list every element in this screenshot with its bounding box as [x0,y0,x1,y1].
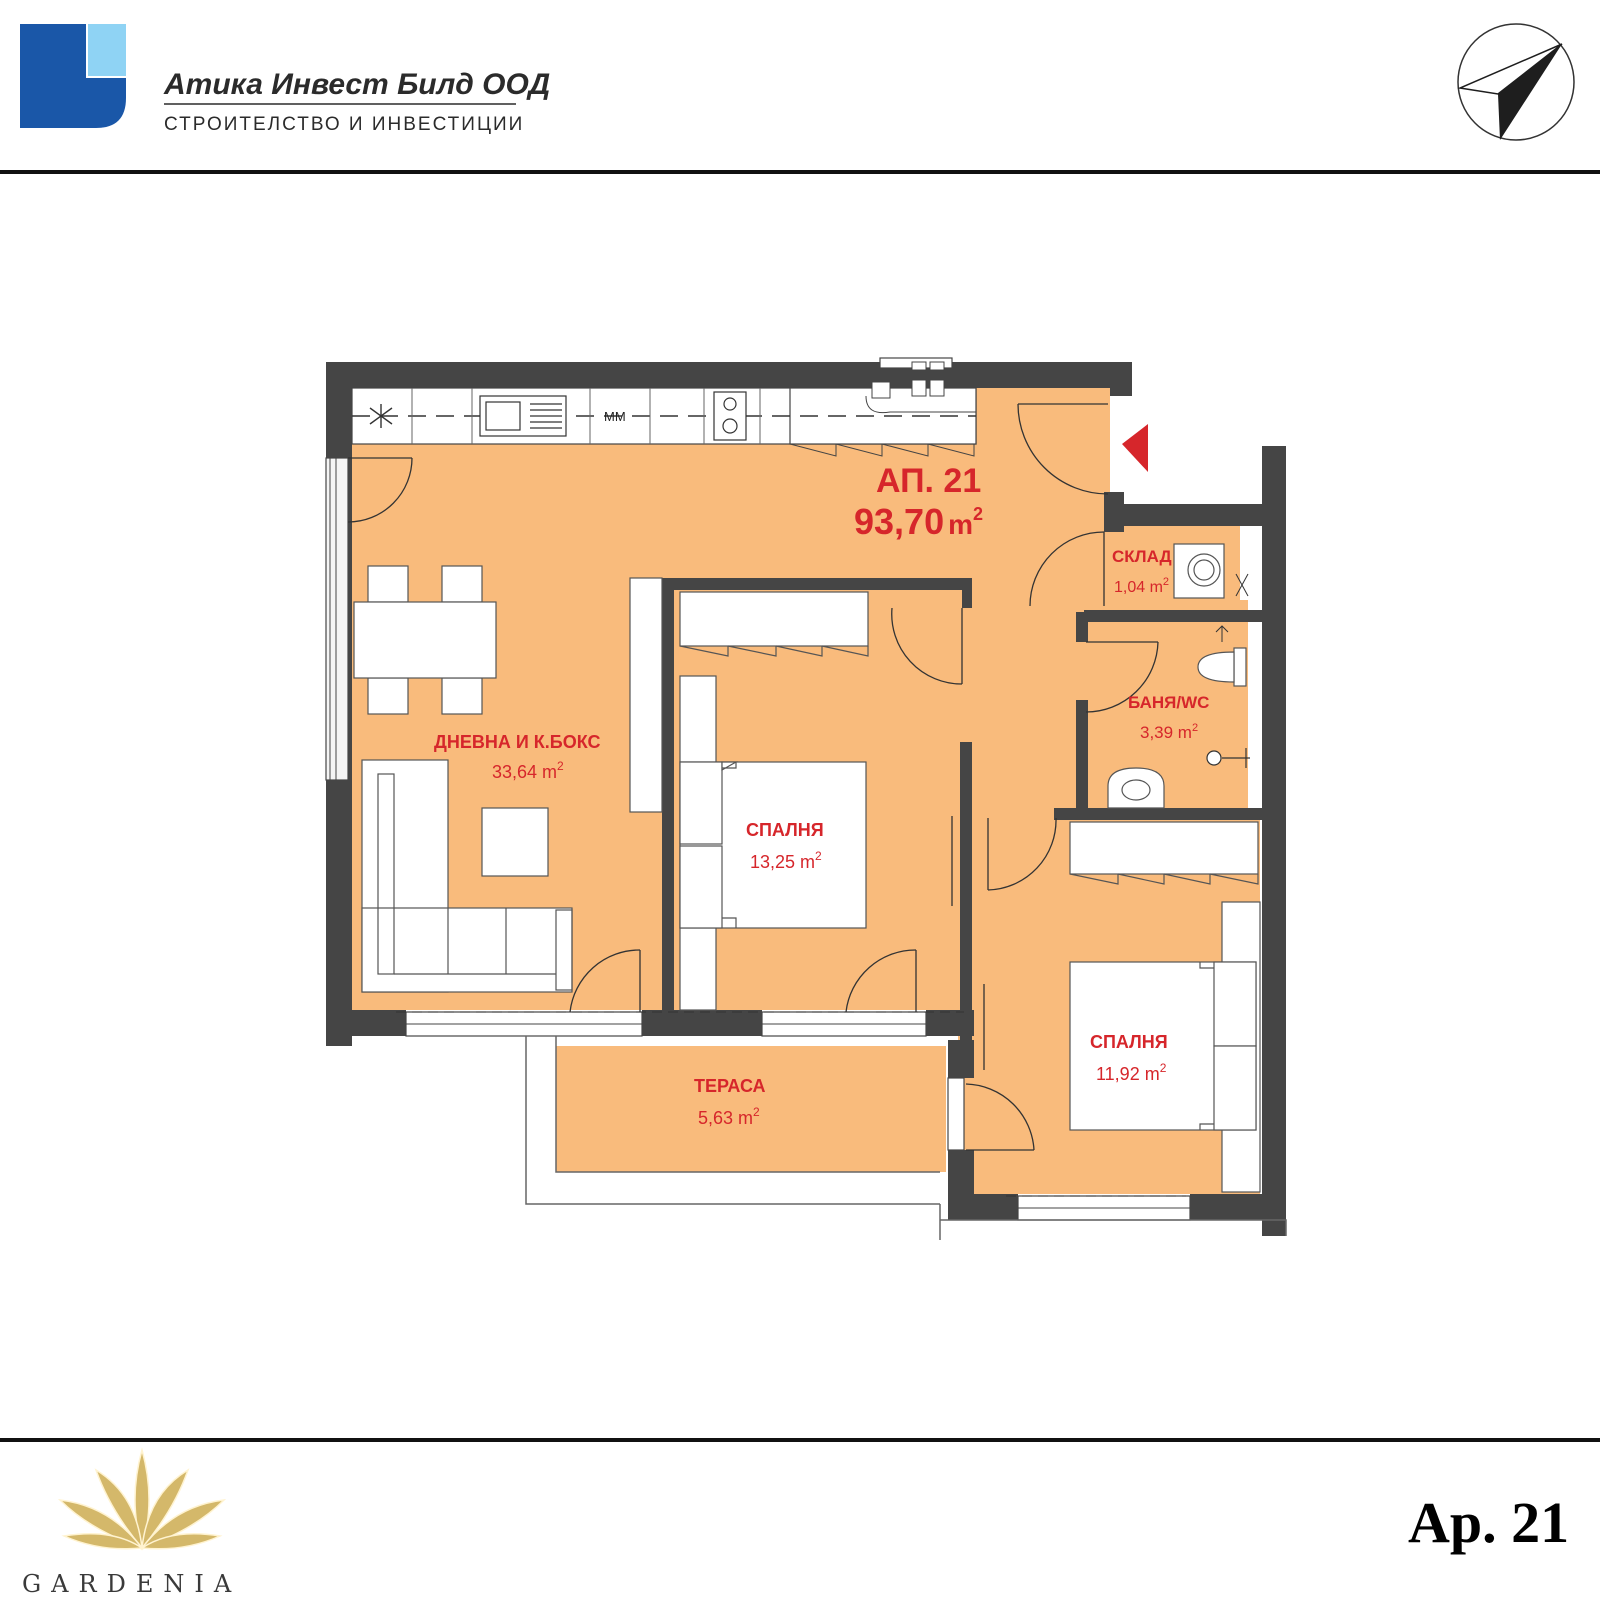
room-title-storage: СКЛАД [1112,547,1172,566]
company-tagline: СТРОИТЕЛСТВО И ИНВЕСТИЦИИ [164,114,524,135]
washbasin-icon [1107,767,1165,809]
coffee-table [481,807,549,877]
kitchen-counter: MM [351,361,977,457]
room-area-storage: 1,04 m2 [1114,576,1169,596]
room-title-bath: БАНЯ/WC [1128,693,1209,712]
bedroom1-wardrobe [679,591,869,657]
room-area-bedroom1: 13,25 m2 [750,849,822,872]
bedroom2-wardrobe [1069,821,1259,885]
apartment-label: АП. 21 [876,462,981,500]
company-logo [20,24,126,128]
bed-1 [679,761,867,929]
company-name: Атика Инвест Билд ООД [163,68,550,101]
terrace-outline [525,1036,1287,1240]
doors [347,403,1159,1151]
appliance-label: MM [604,409,626,424]
room-area-terrace: 5,63 m2 [698,1105,760,1128]
room-area-bath: 3,39 m2 [1140,722,1198,742]
sheet-label: Ap. 21 [1408,1490,1569,1555]
vent-icon [1215,625,1229,642]
fridge-icon [369,404,393,428]
boiler-icon [1173,543,1225,599]
sink-icon [479,395,567,437]
room-area-living: 33,64 m2 [492,759,564,782]
room-title-terrace: ТЕРАСА [694,1076,766,1096]
gardenia-lotus-logo [57,1447,227,1551]
dining-set [353,565,497,715]
bed-2 [1069,961,1257,1131]
living-wardrobe [629,577,663,813]
shower-icon [1206,748,1250,768]
room-area-bedroom2: 11,92 m2 [1096,1061,1167,1084]
toilet-icon [1197,647,1247,687]
stove-icon [713,391,747,441]
room-title-living: ДНЕВНА И К.БОКС [434,732,600,752]
sofa [361,759,573,993]
room-title-bedroom1: СПАЛНЯ [746,820,824,840]
entrance-arrow-icon [1122,424,1148,472]
brand-name: GARDENIA [22,1570,241,1598]
shaft-boxes [871,361,945,399]
room-title-bedroom2: СПАЛНЯ [1090,1032,1168,1052]
north-arrow-icon [1457,23,1575,141]
